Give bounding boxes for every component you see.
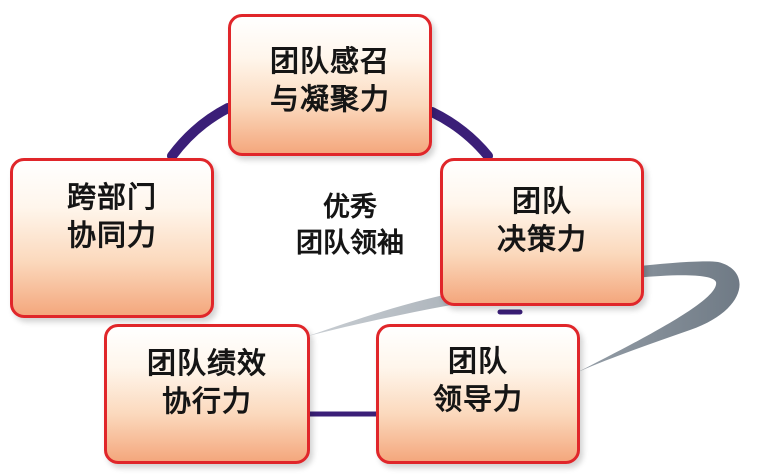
center-title: 优秀 团队领袖 xyxy=(262,186,438,266)
node-label-line1: 团队绩效 xyxy=(146,346,267,380)
connector-top-left xyxy=(167,103,233,161)
node-label-line1: 团队 xyxy=(511,184,572,218)
node-label-line1: 团队 xyxy=(447,344,508,378)
node-cross-dept: 跨部门 协同力 xyxy=(10,158,214,318)
gray-ring-arc xyxy=(308,261,740,372)
node-team-decision: 团队 决策力 xyxy=(440,158,644,306)
node-label-line2: 与凝聚力 xyxy=(269,82,390,116)
center-title-line1: 优秀 xyxy=(323,192,377,223)
node-label-line2: 领导力 xyxy=(432,382,523,416)
connector-top-right xyxy=(427,107,493,161)
node-team-cohesion: 团队感召 与凝聚力 xyxy=(228,14,432,156)
node-team-leadership: 团队 领导力 xyxy=(376,324,580,464)
node-label-line2: 协同力 xyxy=(66,218,157,252)
node-label-line1: 团队感召 xyxy=(269,44,390,78)
node-label-line2: 决策力 xyxy=(496,222,587,256)
node-label-line2: 协行力 xyxy=(161,384,252,418)
node-team-performance: 团队绩效 协行力 xyxy=(104,324,310,464)
node-label-line1: 跨部门 xyxy=(66,180,157,214)
center-title-line2: 团队领袖 xyxy=(296,228,404,259)
